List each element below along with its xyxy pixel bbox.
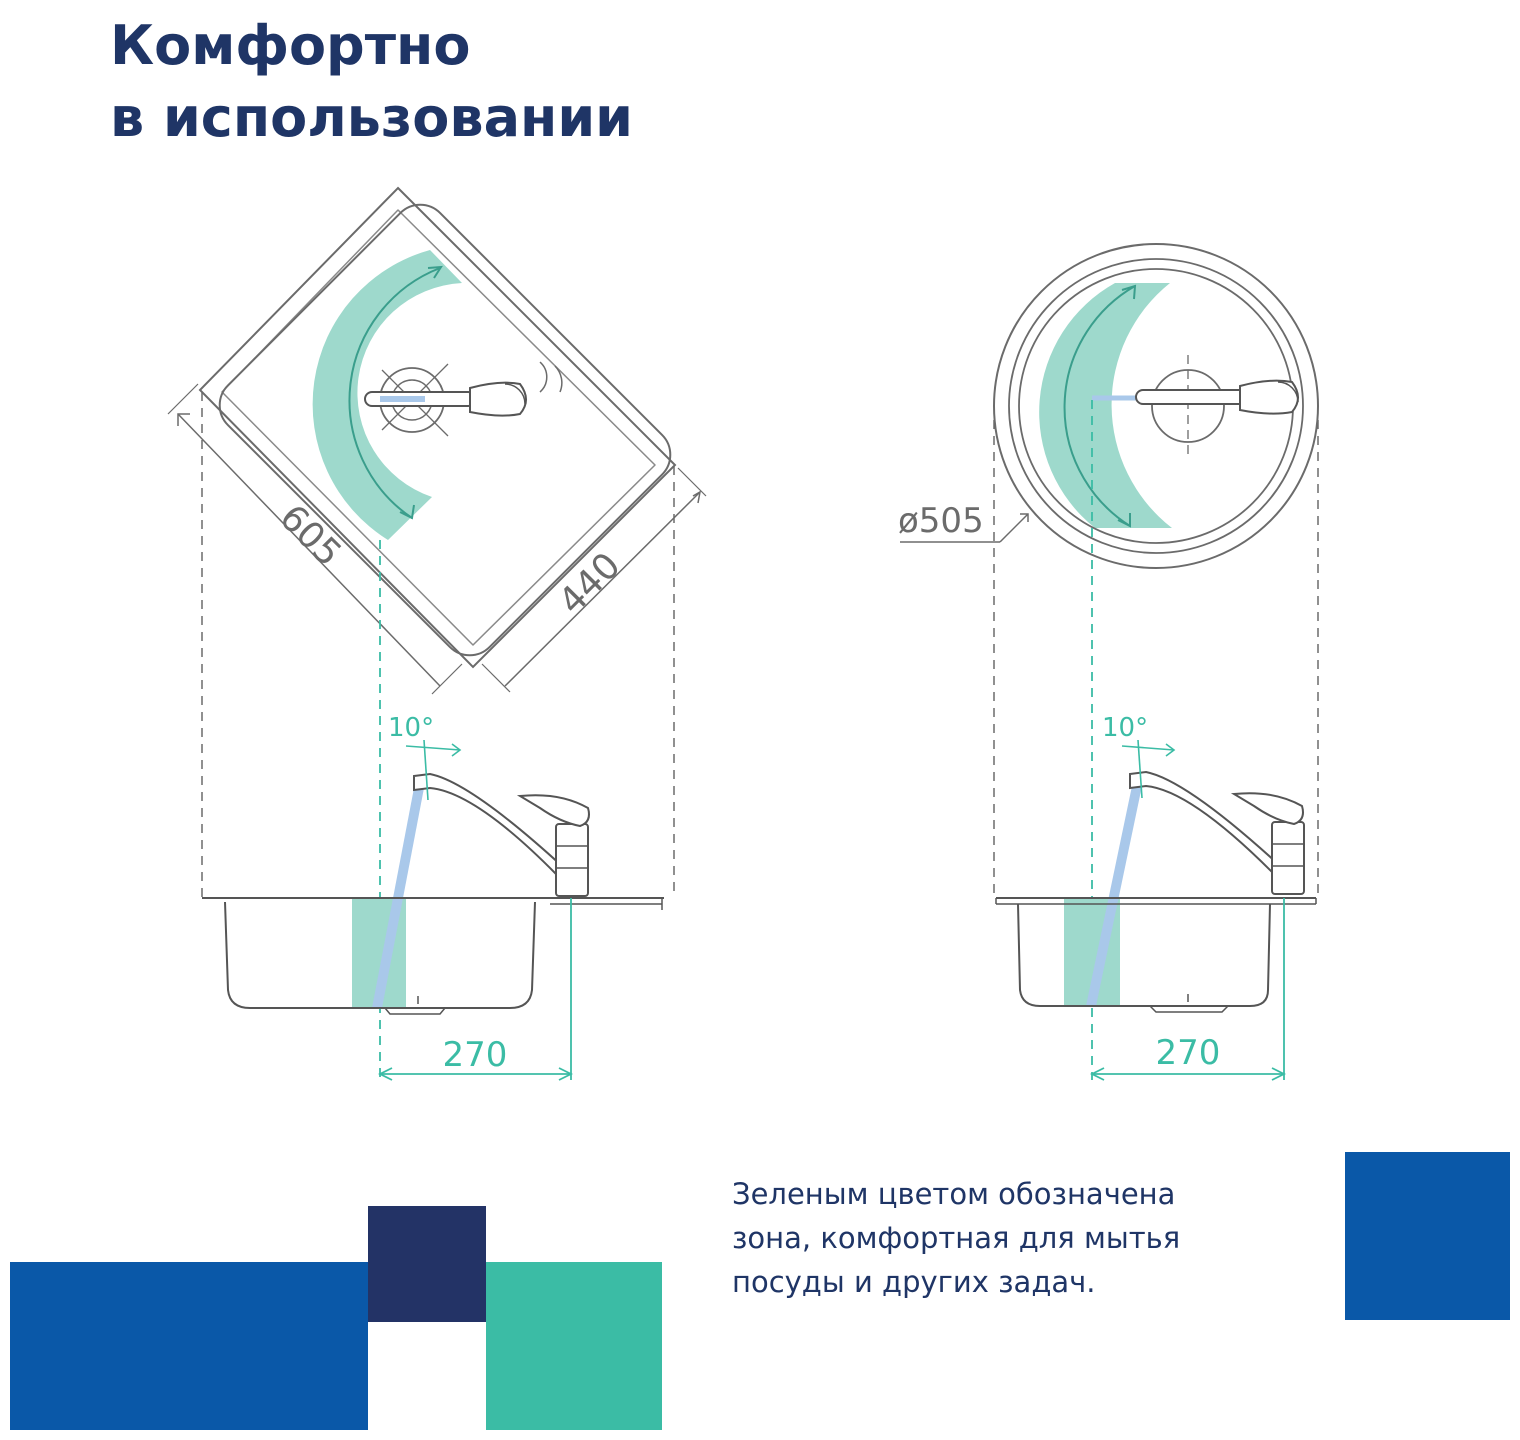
title-line-1: Комфортно [110, 14, 471, 77]
decor-block-teal [486, 1262, 662, 1430]
round-diameter-label: ø505 [898, 501, 984, 541]
decor-block-blue-right [1345, 1152, 1510, 1320]
caption-line-2: зона, комфортная для мытья [732, 1221, 1181, 1255]
round-sink-top-view: ø505 [898, 243, 1319, 569]
round-swing-arc [1063, 285, 1136, 527]
round-sink-side-view: 10° 270 [995, 713, 1317, 1081]
legend-caption: Зеленым цветом обозначена зона, комфортн… [732, 1172, 1292, 1304]
round-comfort-zone [1039, 283, 1172, 528]
rect-swing-arc [348, 267, 441, 519]
rect-faucet-side [413, 772, 590, 897]
round-water-stream [1086, 786, 1142, 1006]
decor-block-navy [368, 1206, 486, 1322]
caption-line-3: посуды и других задач. [732, 1265, 1096, 1299]
rect-faucet-top [364, 381, 527, 417]
caption-line-1: Зеленым цветом обозначена [732, 1177, 1176, 1211]
rect-comfort-zone [312, 250, 462, 540]
round-faucet-side [1129, 770, 1305, 895]
round-angle-label: 10° [1102, 713, 1148, 743]
round-reach-label: 270 [1156, 1033, 1221, 1073]
rect-sink-top-view: 605 440 [167, 186, 707, 695]
rect-sink-bowl [218, 203, 672, 657]
round-faucet-top [1135, 379, 1299, 415]
decor-block-blue [10, 1262, 368, 1430]
rect-reach-label: 270 [443, 1035, 508, 1075]
rect-sink-rim [198, 186, 677, 669]
page-title: Комфортно в использовании [110, 10, 633, 154]
rect-angle-label: 10° [388, 713, 434, 743]
title-line-2: в использовании [110, 86, 633, 149]
round-sink-rim [993, 243, 1319, 569]
rect-sink-side-view: 10° 270 [202, 713, 664, 1081]
